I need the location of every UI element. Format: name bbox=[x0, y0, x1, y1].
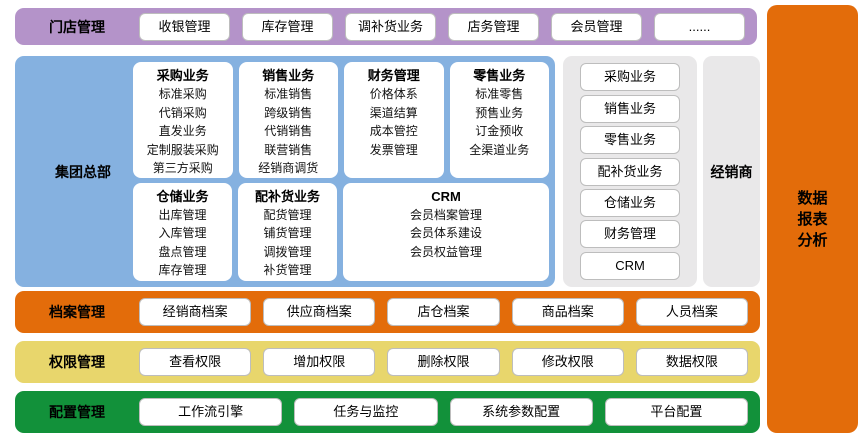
store-management-band: 门店管理 收银管理 库存管理 调补货业务 店务管理 会员管理 ...... bbox=[15, 8, 757, 45]
card-title: 配补货业务 bbox=[254, 188, 320, 204]
module-card-warehouse: 仓储业务 出库管理 入库管理 盘点管理 库存管理 bbox=[133, 182, 232, 281]
module-card-replenishment: 配补货业务 配货管理 铺货管理 调拨管理 补货管理 bbox=[238, 182, 337, 281]
card-item: 发票管理 bbox=[369, 142, 418, 157]
archive-band-item: 商品档案 bbox=[511, 298, 624, 326]
distributor-module: 财务管理 bbox=[580, 220, 680, 249]
report-label-line: 数据 bbox=[797, 189, 828, 207]
distributor-module: 仓储业务 bbox=[580, 188, 680, 217]
card-item: 价格体系 bbox=[369, 87, 418, 101]
store-band-item: 店务管理 bbox=[448, 12, 539, 41]
group-hq-cards: 采购业务 标准采购 代销采购 直发业务 定制服装采购 第三方采购 销售业务 标准… bbox=[133, 62, 549, 281]
module-card-sales: 销售业务 标准销售 跨级销售 代销销售 联营销售 经销商调货 bbox=[238, 62, 338, 178]
card-item: 预售业务 bbox=[475, 105, 524, 120]
store-band-label: 门店管理 bbox=[49, 18, 105, 35]
card-item: 联营销售 bbox=[264, 142, 313, 157]
data-report-analysis-panel: 数据 报表 分析 bbox=[767, 5, 858, 433]
config-band-item: 工作流引擎 bbox=[139, 398, 283, 426]
card-item: 铺货管理 bbox=[263, 226, 312, 240]
permission-band-item: 数据权限 bbox=[635, 348, 749, 376]
module-card-crm: CRM 会员档案管理 会员体系建设 会员权益管理 bbox=[343, 182, 549, 281]
card-item: 会员权益管理 bbox=[409, 244, 482, 259]
card-item: 全渠道业务 bbox=[469, 142, 530, 157]
distributor-module: 零售业务 bbox=[580, 126, 680, 155]
permission-band-item: 查看权限 bbox=[139, 348, 252, 376]
card-item: 标准零售 bbox=[475, 87, 524, 101]
card-title: CRM bbox=[431, 188, 461, 204]
card-item: 经销商调货 bbox=[258, 161, 319, 175]
store-band-item: 库存管理 bbox=[242, 12, 333, 41]
distributor-module: 销售业务 bbox=[580, 94, 680, 123]
group-hq-panel: 集团总部 采购业务 标准采购 代销采购 直发业务 定制服装采购 第三方采购 销售… bbox=[15, 56, 555, 287]
card-item: 订金预收 bbox=[475, 124, 524, 138]
config-management-band: 配置管理 工作流引擎 任务与监控 系统参数配置 平台配置 bbox=[15, 391, 760, 433]
card-title: 零售业务 bbox=[473, 68, 526, 83]
card-item: 代销采购 bbox=[158, 105, 207, 120]
archive-band-item: 经销商档案 bbox=[139, 298, 252, 326]
permission-band-item: 增加权限 bbox=[263, 348, 376, 376]
card-title: 仓储业务 bbox=[156, 188, 209, 204]
distributor-label-panel: 经销商 bbox=[703, 56, 760, 287]
card-item: 补货管理 bbox=[263, 263, 312, 277]
distributor-module: CRM bbox=[580, 251, 680, 280]
distributor-modules-panel: 采购业务 销售业务 零售业务 配补货业务 仓储业务 财务管理 CRM bbox=[563, 56, 697, 287]
card-item: 标准采购 bbox=[158, 87, 207, 101]
permission-band-item: 删除权限 bbox=[387, 348, 500, 376]
card-item: 库存管理 bbox=[158, 263, 207, 277]
card-row: 采购业务 标准采购 代销采购 直发业务 定制服装采购 第三方采购 销售业务 标准… bbox=[133, 62, 549, 178]
archive-band-item: 人员档案 bbox=[635, 298, 749, 326]
config-band-item: 系统参数配置 bbox=[449, 398, 593, 426]
card-item: 入库管理 bbox=[158, 226, 207, 240]
card-item: 标准销售 bbox=[264, 87, 313, 101]
distributor-module: 采购业务 bbox=[580, 63, 680, 92]
module-card-procurement: 采购业务 标准采购 代销采购 直发业务 定制服装采购 第三方采购 bbox=[133, 62, 233, 178]
card-title: 财务管理 bbox=[367, 68, 420, 83]
card-row: 仓储业务 出库管理 入库管理 盘点管理 库存管理 配补货业务 配货管理 铺货管理… bbox=[133, 182, 549, 281]
card-item: 出库管理 bbox=[158, 207, 207, 222]
permission-management-band: 权限管理 查看权限 增加权限 删除权限 修改权限 数据权限 bbox=[15, 341, 760, 383]
card-item: 成本管控 bbox=[369, 124, 418, 138]
config-band-item: 平台配置 bbox=[604, 398, 748, 426]
module-card-retail: 零售业务 标准零售 预售业务 订金预收 全渠道业务 bbox=[449, 62, 549, 178]
card-item: 会员档案管理 bbox=[409, 207, 482, 222]
permission-band-item: 修改权限 bbox=[511, 348, 624, 376]
archive-band-item: 店仓档案 bbox=[387, 298, 500, 326]
module-card-finance: 财务管理 价格体系 渠道结算 成本管控 发票管理 bbox=[344, 62, 444, 178]
report-label-line: 分析 bbox=[797, 231, 828, 249]
config-band-label: 配置管理 bbox=[49, 404, 105, 420]
card-item: 代销销售 bbox=[264, 124, 313, 138]
store-band-item: ...... bbox=[654, 12, 745, 41]
archive-management-band: 档案管理 经销商档案 供应商档案 店仓档案 商品档案 人员档案 bbox=[15, 291, 760, 333]
card-title: 销售业务 bbox=[262, 68, 315, 83]
distributor-module: 配补货业务 bbox=[580, 157, 680, 186]
report-label-line: 报表 bbox=[797, 210, 828, 228]
group-hq-label: 集团总部 bbox=[55, 163, 111, 180]
card-title: 采购业务 bbox=[156, 68, 209, 83]
permission-band-label: 权限管理 bbox=[49, 354, 105, 370]
card-item: 配货管理 bbox=[263, 207, 312, 222]
config-band-item: 任务与监控 bbox=[294, 398, 438, 426]
store-band-item: 会员管理 bbox=[551, 12, 642, 41]
card-item: 跨级销售 bbox=[264, 105, 313, 120]
card-item: 盘点管理 bbox=[158, 244, 207, 259]
card-item: 会员体系建设 bbox=[409, 226, 482, 240]
distributor-label: 经销商 bbox=[710, 163, 753, 180]
store-band-item: 调补货业务 bbox=[345, 12, 436, 41]
card-item: 直发业务 bbox=[158, 124, 207, 138]
archive-band-label: 档案管理 bbox=[49, 304, 105, 320]
card-item: 渠道结算 bbox=[369, 105, 418, 120]
archive-band-item: 供应商档案 bbox=[263, 298, 376, 326]
card-item: 调拨管理 bbox=[263, 244, 312, 259]
store-band-item: 收银管理 bbox=[139, 12, 230, 41]
card-item: 第三方采购 bbox=[152, 161, 213, 175]
card-item: 定制服装采购 bbox=[146, 142, 219, 157]
